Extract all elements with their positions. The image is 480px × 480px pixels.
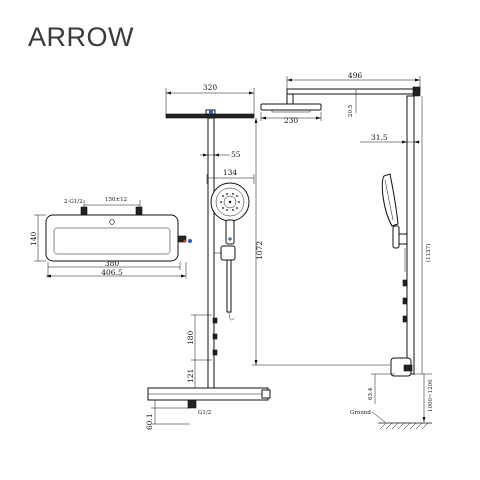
dim-bottom-height: 60.1 <box>145 413 154 430</box>
mixer-top-view: 2-G1/2 150±12 140 380 406.5 <box>29 197 192 279</box>
dim-inlet-thread: G1/2 <box>198 410 211 416</box>
dim-install-height: 1000~1200 <box>428 379 434 412</box>
dim-mixer-inner-width: 380 <box>105 259 120 268</box>
dim-front-offset: 55 <box>231 150 241 159</box>
dim-handshower-width: 134 <box>223 168 238 177</box>
dim-front-overhead-width: 320 <box>203 83 218 92</box>
dim-lower-spacing: 121 <box>186 369 195 383</box>
dim-total-height-alt: (1137) <box>425 244 432 262</box>
dim-head-diameter: 230 <box>284 116 299 125</box>
side-body-jets <box>402 279 408 323</box>
side-view: 496 20.5 230 31.5 <box>260 71 434 430</box>
brand-logo: ARROW <box>28 22 134 52</box>
dim-jet-spacing: 180 <box>186 330 195 345</box>
dim-mixer-spacing: 150±12 <box>105 197 127 203</box>
dim-mixer-outer-width: 406.5 <box>101 268 123 277</box>
front-view: 320 55 134 <box>145 83 390 430</box>
body-jets <box>212 317 218 356</box>
dim-side-wall-offset: 31.5 <box>371 133 388 142</box>
dim-side-arm-height: 20.5 <box>348 104 354 117</box>
dim-mixer-height: 140 <box>29 231 38 246</box>
dim-side-arm-length: 496 <box>348 71 363 80</box>
dim-total-height: 1072 <box>255 241 264 260</box>
ground-label: Ground <box>350 410 371 416</box>
dim-side-bottom: 63.4 <box>368 387 374 400</box>
dim-mixer-thread: 2-G1/2 <box>64 199 83 205</box>
